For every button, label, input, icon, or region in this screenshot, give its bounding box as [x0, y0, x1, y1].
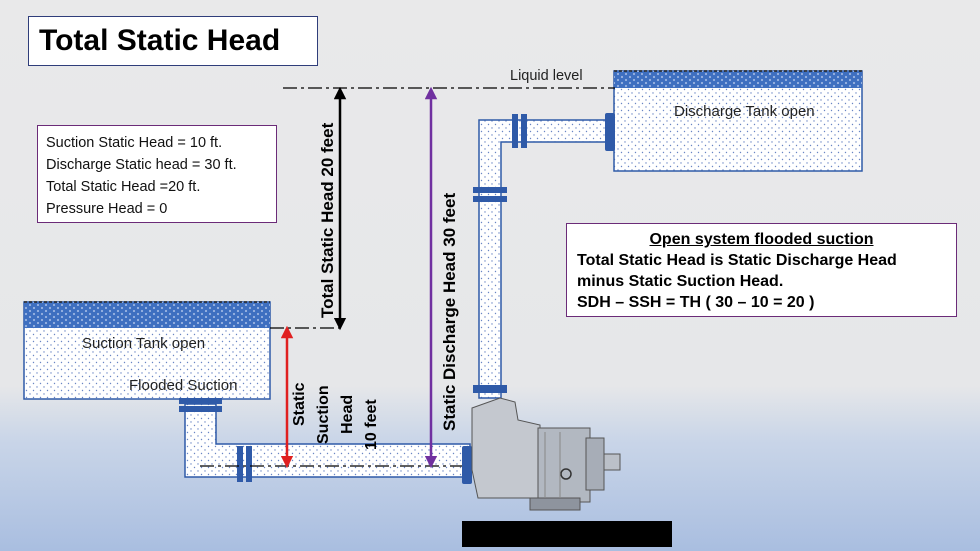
summary-line: Suction Static Head = 10 ft. [46, 135, 223, 151]
explanation-line: SDH – SSH = TH ( 30 – 10 = 20 ) [577, 294, 815, 311]
liquid-level-label: Liquid level [510, 68, 583, 84]
pump-base [462, 521, 672, 547]
flooded-suction-label: Flooded Suction [129, 377, 238, 394]
centrifugal-pump [471, 397, 621, 511]
head-summary-box: Suction Static Head = 10 ft. Discharge S… [37, 125, 277, 223]
suction-tank-label: Suction Tank open [82, 335, 206, 352]
explanation-heading: Open system flooded suction [649, 231, 874, 248]
explanation-line: Total Static Head is Static Discharge He… [577, 252, 897, 269]
total-static-head-label: Total Static Head 20 feet [318, 122, 337, 318]
suction-pipe [179, 398, 472, 484]
summary-line: Total Static Head =20 ft. [46, 179, 201, 195]
summary-line: Pressure Head = 0 [46, 201, 168, 217]
explanation-box: Open system flooded suction Total Static… [566, 223, 957, 317]
static-discharge-head-label: Static Discharge Head 30 feet [440, 192, 459, 431]
summary-line: Discharge Static head = 30 ft. [46, 157, 237, 173]
suction-tank [23, 301, 271, 400]
title-box: Total Static Head [28, 16, 318, 66]
discharge-tank-label: Discharge Tank open [674, 103, 815, 120]
page-title: Total Static Head [39, 24, 281, 57]
discharge-tank [613, 70, 863, 172]
explanation-line: minus Static Suction Head. [577, 273, 784, 290]
